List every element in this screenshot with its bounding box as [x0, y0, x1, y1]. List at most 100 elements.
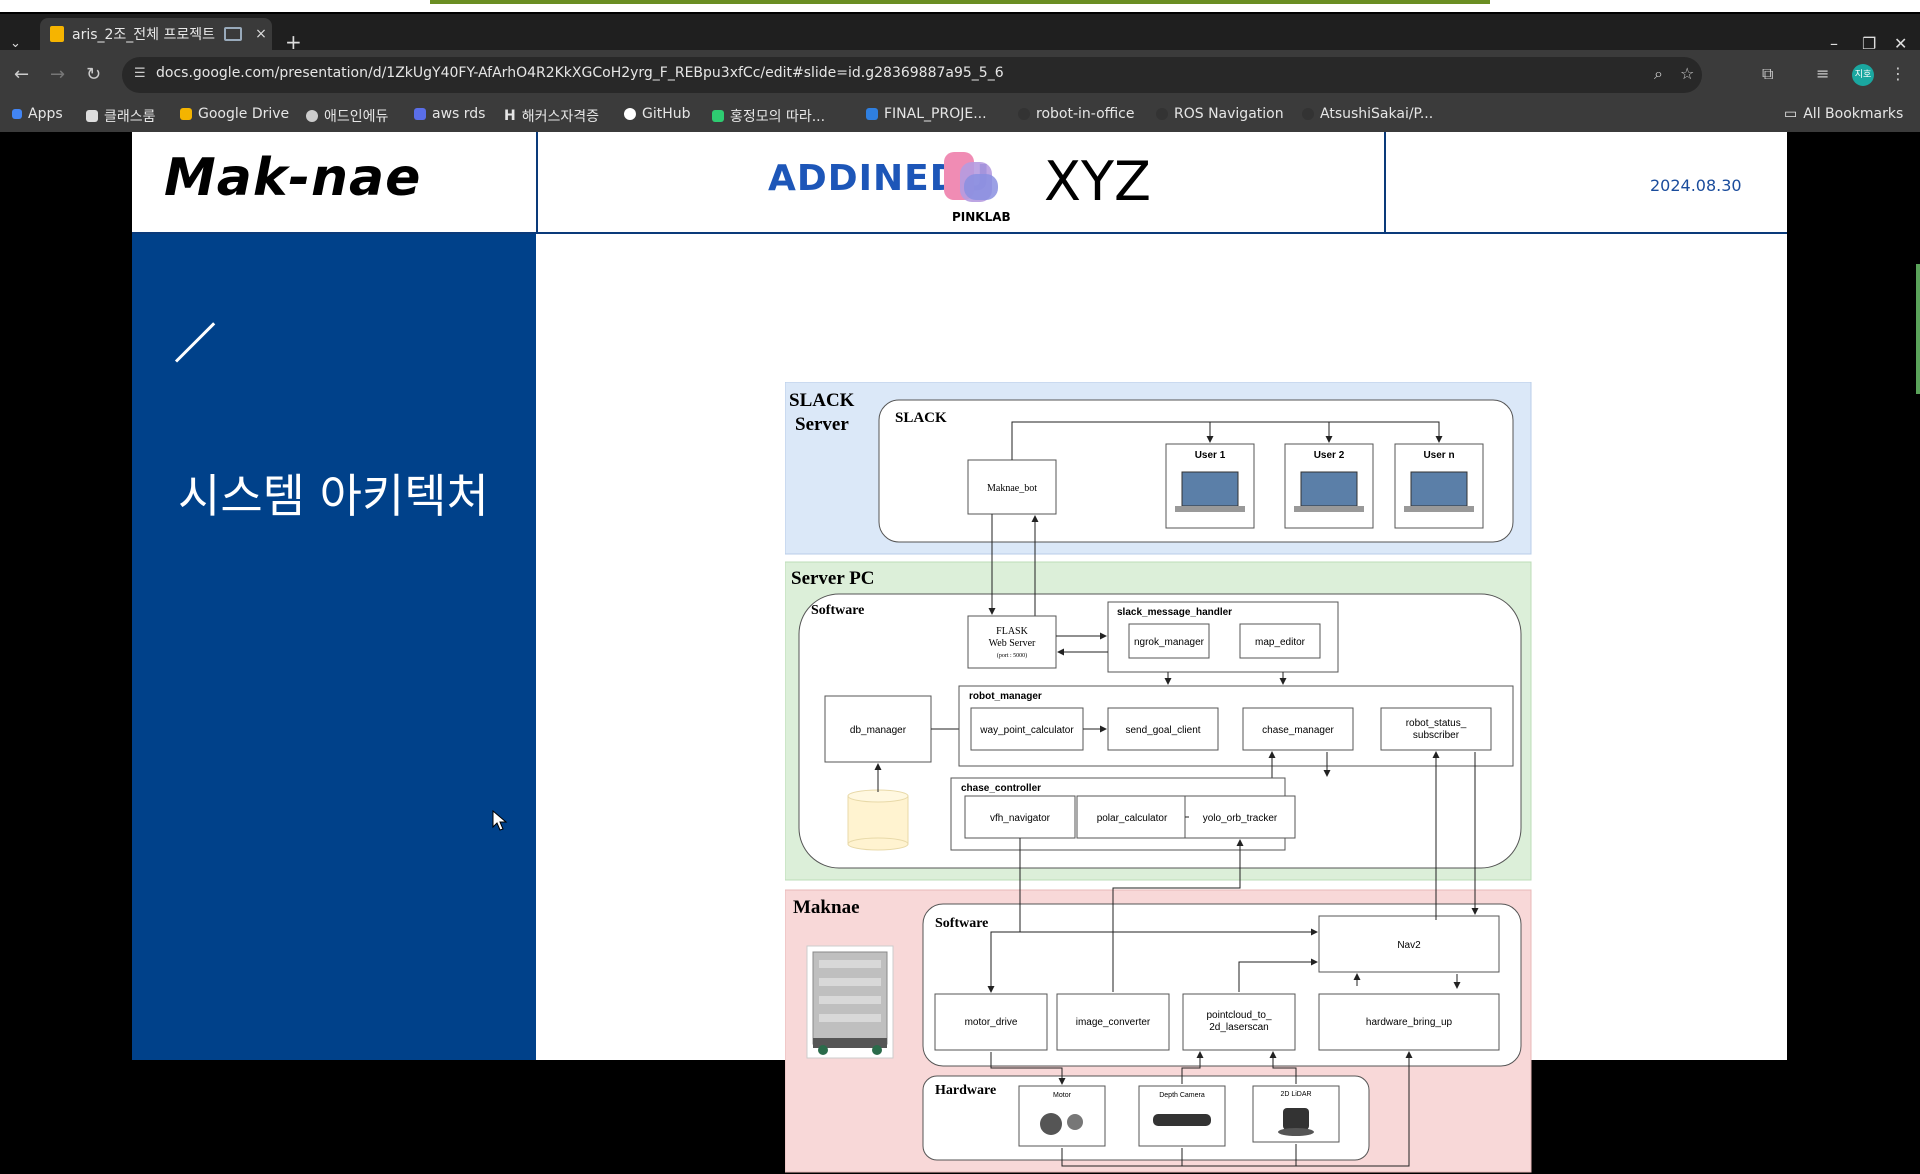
chase-manager-box: [1242, 707, 1354, 751]
back-icon[interactable]: ←: [14, 64, 30, 85]
lidar-box: 2D LiDAR: [1252, 1085, 1340, 1143]
bookmark-label: 홍정모의 따라...: [730, 109, 826, 125]
bookmark-hongjeongmo[interactable]: 홍정모의 따라...: [712, 106, 825, 126]
bookmark-atsushisakai[interactable]: AtsushiSakai/P...: [1302, 106, 1433, 122]
robot-status-label-1: robot_status_: [1406, 718, 1467, 729]
polar-calculator-box: [1076, 795, 1188, 839]
motor-icon: [1040, 1113, 1062, 1135]
browser-tab[interactable]: aris_2조_전체 프로젝트 ×: [40, 18, 272, 50]
motor-drive-label: motor_drive: [965, 1017, 1018, 1028]
port-label: (port : 5000): [997, 652, 1027, 659]
section-sidebar: 시스템 아키텍처: [132, 234, 536, 1060]
site-info-icon[interactable]: ☰: [134, 66, 146, 81]
scrollbar-thumb[interactable]: [1916, 264, 1920, 394]
bookmark-ros-navigation[interactable]: ROS Navigation: [1156, 106, 1284, 122]
bookmark-label: Google Drive: [198, 106, 290, 122]
forward-icon[interactable]: →: [50, 64, 66, 85]
github-icon: [1018, 108, 1030, 120]
green-site-icon: [712, 110, 724, 122]
url-text[interactable]: docs.google.com/presentation/d/1ZkUgY40F…: [156, 65, 1004, 81]
motor-box: Motor: [1018, 1085, 1106, 1147]
zoom-icon[interactable]: ⌕: [1654, 64, 1663, 83]
url-box[interactable]: ☰ docs.google.com/presentation/d/1ZkUgY4…: [122, 57, 1702, 93]
image-converter-label: image_converter: [1076, 1017, 1151, 1028]
xyz-logo: XYZ: [1044, 150, 1151, 213]
lidar-label: 2D LiDAR: [1280, 1091, 1311, 1098]
laptop-icon: [1410, 471, 1468, 507]
bookmark-apps[interactable]: Apps: [12, 106, 63, 122]
bookmark-hackers[interactable]: H 해커스자격증: [504, 106, 599, 126]
robot-status-label-2: subscriber: [1413, 730, 1460, 741]
address-bar-row: ← → ↻ ☰ docs.google.com/presentation/d/1…: [0, 50, 1920, 100]
depth-camera-label: Depth Camera: [1159, 1092, 1205, 1099]
decorative-slash: [174, 322, 216, 363]
loading-bar: [430, 0, 1490, 4]
top-strip: [0, 0, 1920, 12]
bookmark-label: aws rds: [432, 106, 486, 122]
vfh-navigator-label: vfh_navigator: [990, 813, 1051, 824]
ngrok-manager-label: ngrok_manager: [1134, 637, 1205, 648]
minimize-icon[interactable]: –: [1830, 34, 1838, 53]
laptop-icon: [1181, 471, 1239, 507]
jira-icon: [866, 108, 878, 120]
depth-camera-box: Depth Camera: [1138, 1085, 1226, 1147]
bookmark-aws-rds[interactable]: aws rds: [414, 106, 485, 122]
user-2-label: User 2: [1314, 450, 1345, 461]
nav2-label: Nav2: [1397, 940, 1421, 951]
tab-close-button[interactable]: ×: [255, 26, 267, 42]
new-tab-button[interactable]: +: [285, 30, 302, 54]
bookmark-label: 해커스자격증: [521, 109, 599, 125]
bookmark-classroom[interactable]: 클래스룸: [86, 106, 156, 126]
media-control-icon[interactable]: ≡: [1816, 64, 1830, 83]
maknae-software-label: Software: [935, 916, 988, 931]
bookmark-star-icon[interactable]: ☆: [1680, 64, 1695, 83]
bookmark-label: ROS Navigation: [1174, 106, 1284, 122]
hardware-bring-up-label: hardware_bring_up: [1366, 1017, 1453, 1028]
way-point-calculator-label: way_point_calculator: [979, 725, 1074, 736]
lidar-icon: [1283, 1108, 1309, 1130]
robot-photo: [806, 945, 894, 1059]
send-goal-client-label: send_goal_client: [1125, 725, 1200, 736]
map-editor-box: [1239, 623, 1321, 659]
menu-kebab-icon[interactable]: ⋮: [1890, 64, 1906, 83]
database-cylinder-icon: [847, 789, 909, 851]
tab-search-dropdown[interactable]: ⌄: [10, 36, 21, 51]
bookmark-robot-in-office[interactable]: robot-in-office: [1018, 106, 1135, 122]
github-icon: [624, 108, 636, 120]
classroom-icon: [86, 110, 98, 122]
header-title-cell: Mak-nae: [132, 132, 538, 234]
user-1-label: User 1: [1195, 450, 1226, 461]
pinklab-label: PINKLAB: [952, 210, 1011, 224]
motor-label: Motor: [1053, 1092, 1072, 1099]
hardware-label: Hardware: [935, 1083, 996, 1098]
map-editor-label: map_editor: [1255, 637, 1306, 648]
cast-icon: [224, 27, 242, 41]
way-point-calculator-box: [970, 707, 1084, 751]
all-bookmarks-label: All Bookmarks: [1803, 106, 1904, 122]
server-pc-title: Server PC: [791, 568, 875, 589]
user-n-box: User n: [1394, 443, 1484, 529]
restore-icon[interactable]: ❐: [1862, 34, 1877, 53]
send-goal-client-box: [1107, 707, 1219, 751]
globe-icon: [306, 110, 318, 122]
close-window-icon[interactable]: ✕: [1894, 34, 1908, 53]
bookmark-google-drive[interactable]: Google Drive: [180, 106, 289, 122]
user-n-label: User n: [1423, 450, 1454, 461]
bookmark-github[interactable]: GitHub: [624, 106, 691, 122]
bookmark-label: FINAL_PROJE...: [884, 106, 987, 122]
hackers-icon: H: [504, 108, 516, 124]
reload-icon[interactable]: ↻: [86, 64, 102, 85]
aws-icon: [414, 108, 426, 120]
motor-drive-box: [934, 993, 1048, 1051]
maknae-bot-box: [967, 459, 1057, 515]
all-bookmarks-button[interactable]: ▭All Bookmarks: [1784, 106, 1903, 122]
bookmark-final-project[interactable]: FINAL_PROJE...: [866, 106, 987, 122]
profile-avatar[interactable]: 지호: [1852, 64, 1874, 86]
image-converter-box: [1056, 993, 1170, 1051]
mouse-cursor-icon: [492, 810, 508, 831]
bookmark-label: robot-in-office: [1036, 106, 1135, 122]
bookmark-addinedu[interactable]: 애드인에듀: [306, 106, 388, 126]
robot-status-subscriber-box: [1380, 707, 1492, 751]
pinklab-logo-icon: [944, 152, 998, 202]
extensions-icon[interactable]: ⧉: [1762, 64, 1774, 83]
